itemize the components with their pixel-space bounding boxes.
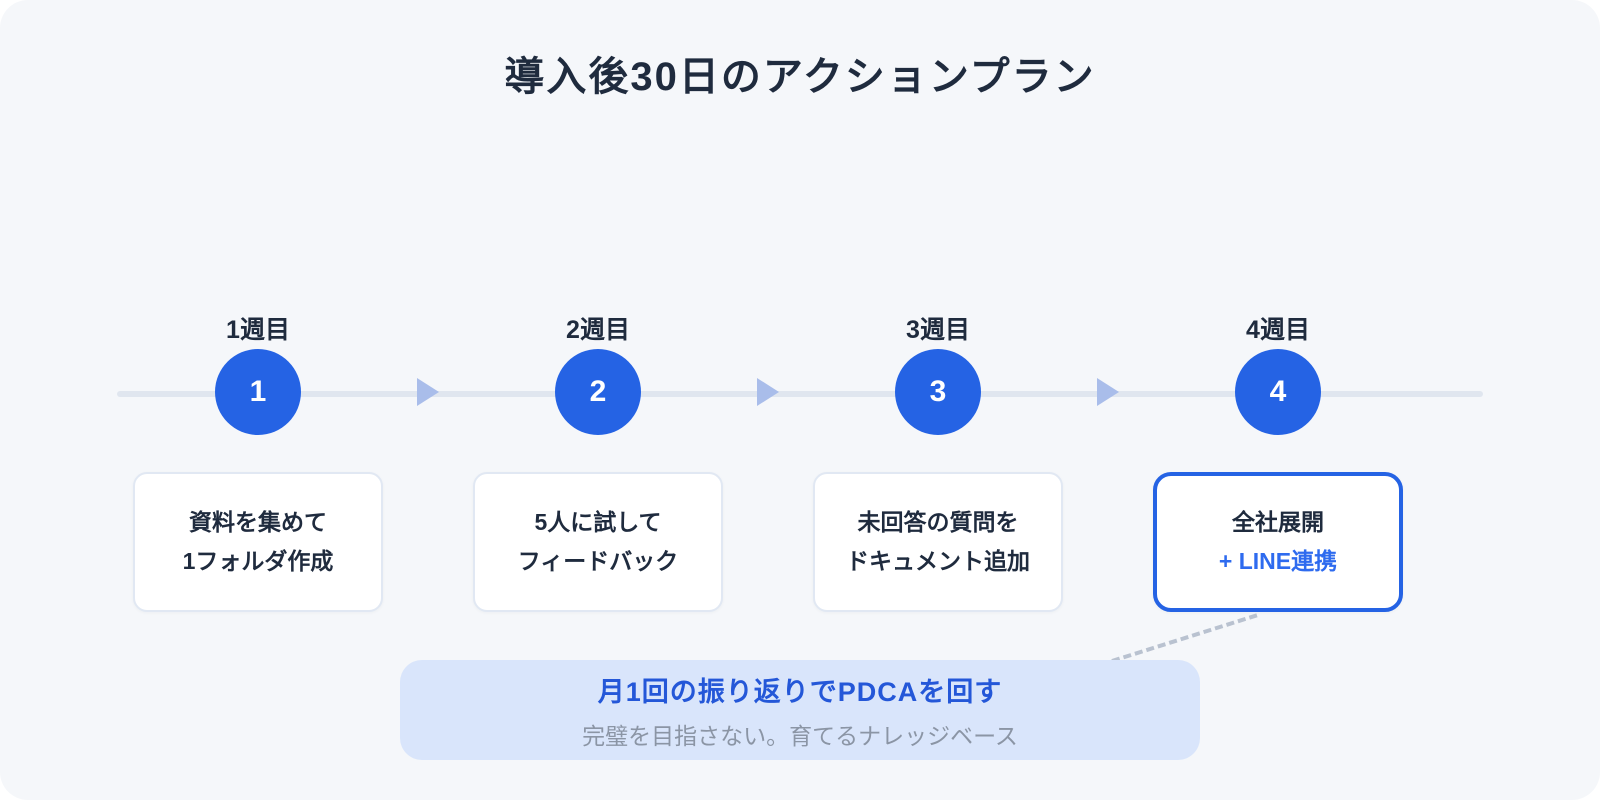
step-number: 4: [1269, 375, 1287, 408]
page-title: 導入後30日のアクションプラン: [504, 55, 1096, 99]
timeline-line: [117, 391, 1483, 397]
timeline-step-week1: 1週目 1 資料を集めて 1フォルダ作成: [133, 315, 383, 612]
week-label: 1週目: [226, 316, 290, 344]
callout-box: 月1回の振り返りでPDCAを回す 完璧を目指さない。育てるナレッジベース: [400, 660, 1200, 760]
card-line-2: 1フォルダ作成: [182, 548, 334, 574]
callout-subtitle: 完璧を目指さない。育てるナレッジベース: [582, 722, 1018, 749]
timeline-step-week2: 2週目 2 5人に試して フィードバック: [473, 315, 723, 612]
card-line-2: ドキュメント追加: [846, 548, 1030, 574]
step-card: 未回答の質問を ドキュメント追加: [813, 472, 1063, 612]
step-circle: 3: [895, 349, 981, 435]
timeline-step-week4: 4週目 4 全社展開 + LINE連携: [1153, 315, 1403, 612]
card-line-2: フィードバック: [517, 548, 679, 574]
week-label: 3週目: [906, 316, 970, 344]
week-label: 4週目: [1246, 316, 1310, 344]
card-line-1: 未回答の質問を: [857, 509, 1019, 535]
flow-arrow-icon: [417, 378, 439, 406]
step-number: 2: [589, 375, 607, 408]
step-circle: 2: [555, 349, 641, 435]
step-card: 5人に試して フィードバック: [473, 472, 723, 612]
week-label: 2週目: [566, 316, 630, 344]
callout-title: 月1回の振り返りでPDCAを回す: [597, 676, 1003, 707]
flow-arrow-icon: [757, 378, 779, 406]
step-card: 資料を集めて 1フォルダ作成: [133, 472, 383, 612]
flow-arrow-icon: [1097, 378, 1119, 406]
card-line-1: 5人に試して: [534, 509, 662, 535]
step-number: 1: [249, 375, 267, 408]
card-line-2: + LINE連携: [1218, 548, 1338, 574]
step-circle: 4: [1235, 349, 1321, 435]
timeline-step-week3: 3週目 3 未回答の質問を ドキュメント追加: [813, 315, 1063, 612]
connector-dashed-line: [1111, 613, 1258, 663]
step-card-highlighted: 全社展開 + LINE連携: [1153, 472, 1403, 612]
step-circle: 1: [215, 349, 301, 435]
card-line-1: 資料を集めて: [189, 509, 327, 535]
step-number: 3: [929, 375, 947, 408]
card-line-1: 全社展開: [1232, 509, 1324, 535]
